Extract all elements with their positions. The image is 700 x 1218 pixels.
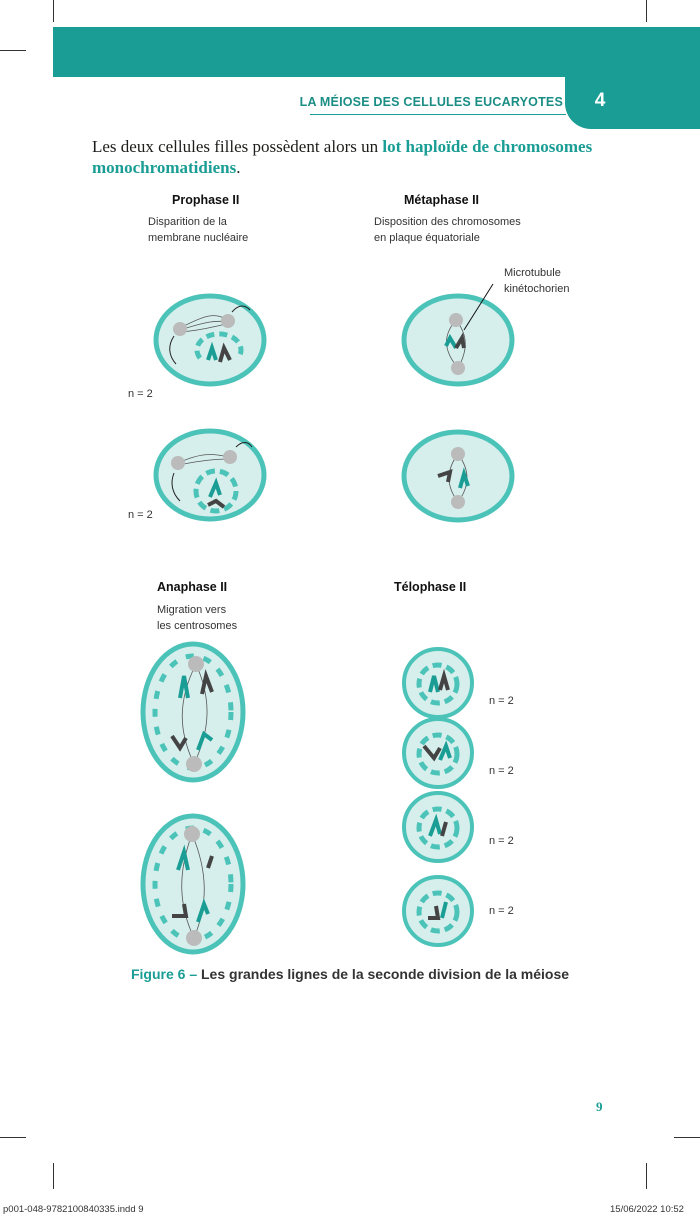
metaphase-cell-illustration bbox=[401, 429, 515, 523]
ploidy-label: n = 2 bbox=[489, 765, 514, 777]
chapter-tab bbox=[565, 76, 700, 129]
metaphase-desc-2: en plaque équatoriale bbox=[374, 232, 480, 244]
telophase-cell-illustration bbox=[402, 791, 474, 863]
microtubule-callout-1: Microtubule bbox=[504, 267, 561, 279]
microtubule-callout-2: kinétochorien bbox=[504, 283, 570, 295]
anaphase-desc-2: les centrosomes bbox=[157, 620, 238, 632]
prophase-desc-1: Disparition de la bbox=[148, 216, 227, 228]
ploidy-label: n = 2 bbox=[128, 509, 153, 521]
crop-mark bbox=[674, 1137, 700, 1138]
ploidy-label: n = 2 bbox=[489, 905, 514, 917]
telophase-cell-illustration bbox=[402, 875, 474, 947]
telophase-title: Télophase II bbox=[394, 580, 467, 594]
anaphase-cell-illustration bbox=[140, 641, 246, 783]
metaphase-cell-illustration bbox=[401, 283, 515, 387]
prophase-cell-illustration bbox=[153, 428, 267, 522]
anaphase-cell-illustration bbox=[140, 813, 246, 955]
ploidy-label: n = 2 bbox=[489, 695, 514, 707]
print-slug-date: 15/06/2022 10:52 bbox=[610, 1204, 684, 1215]
intro-highlight: lot haploïde de chromosomes monochromati… bbox=[92, 137, 593, 177]
prophase-cell-illustration bbox=[153, 293, 267, 387]
anaphase-desc-1: Migration vers bbox=[157, 604, 227, 616]
page-number: 9 bbox=[596, 1099, 603, 1114]
crop-mark bbox=[0, 50, 26, 51]
figure-caption-text: Les grandes lignes de la seconde divisio… bbox=[197, 966, 570, 982]
intro-paragraph: Les deux cellules filles possèdent alors… bbox=[92, 136, 632, 178]
ploidy-label: n = 2 bbox=[128, 388, 153, 400]
print-slug-file: p001-048-9782100840335.indd 9 bbox=[3, 1204, 144, 1215]
telophase-cell-illustration bbox=[402, 717, 474, 789]
anaphase-title: Anaphase II bbox=[157, 580, 228, 594]
prophase-desc-2: membrane nucléaire bbox=[148, 232, 249, 244]
crop-mark bbox=[53, 1163, 54, 1189]
figure-number: Figure 6 – bbox=[130, 966, 198, 982]
chapter-number: 4 bbox=[594, 90, 606, 111]
metaphase-title: Métaphase II bbox=[404, 193, 480, 207]
figure-caption: Figure 6 – Les grandes lignes de la seco… bbox=[0, 966, 700, 982]
ploidy-label: n = 2 bbox=[489, 835, 514, 847]
intro-text: Les deux cellules filles possèdent alors… bbox=[92, 137, 383, 156]
telophase-cell-illustration bbox=[402, 647, 474, 719]
crop-mark bbox=[646, 0, 647, 22]
metaphase-desc-1: Disposition des chromosomes bbox=[374, 216, 521, 228]
header-band bbox=[53, 27, 700, 77]
intro-end: . bbox=[236, 158, 241, 177]
chapter-rule bbox=[310, 114, 566, 115]
crop-mark bbox=[53, 0, 54, 22]
chapter-title: LA MÉIOSE DES CELLULES EUCARYOTES bbox=[299, 95, 563, 109]
prophase-title: Prophase II bbox=[172, 193, 240, 207]
crop-mark bbox=[0, 1137, 26, 1138]
crop-mark bbox=[646, 1163, 647, 1189]
